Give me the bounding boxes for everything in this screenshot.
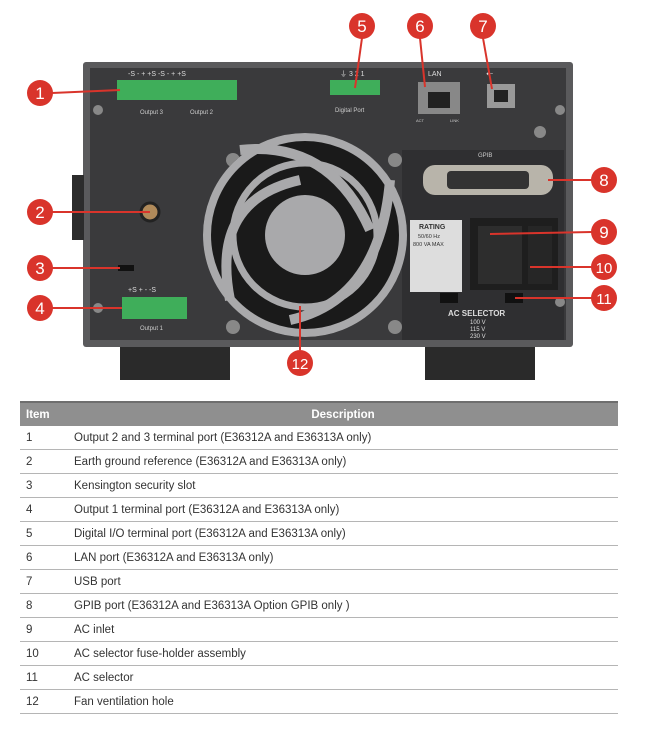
terminal-labels-bottom: +S + - -S <box>128 287 156 294</box>
item-description: Output 1 terminal port (E36312A and E363… <box>68 497 618 522</box>
rating-va: 800 VA MAX <box>413 242 444 248</box>
item-number: 1 <box>20 426 68 450</box>
kensington-slot <box>118 265 134 271</box>
callout-9: 9 <box>591 219 617 245</box>
callout-number: 8 <box>599 171 608 190</box>
callout-1: 1 <box>27 80 53 106</box>
callout-6: 6 <box>407 13 433 39</box>
callout-10: 10 <box>591 254 617 280</box>
callout-3: 3 <box>27 255 53 281</box>
callout-number: 12 <box>292 356 309 373</box>
rating-title: RATING <box>419 224 446 231</box>
item-description: Kensington security slot <box>68 473 618 498</box>
callout-number: 11 <box>596 291 612 308</box>
item-description: AC inlet <box>68 617 618 642</box>
callout-number: 6 <box>415 17 424 36</box>
callout-number: 1 <box>35 84 44 103</box>
gpib-socket <box>447 171 529 189</box>
header-item: Item <box>26 408 50 421</box>
callout-number: 3 <box>35 259 44 278</box>
callout-5: 5 <box>349 13 375 39</box>
v230-label: 230 V <box>470 334 486 340</box>
callout-4: 4 <box>27 295 53 321</box>
item-description: Fan ventilation hole <box>68 689 618 714</box>
item-description: Digital I/O terminal port (E36312A and E… <box>68 521 618 546</box>
item-number: 12 <box>20 689 68 714</box>
item-number: 7 <box>20 569 68 594</box>
usb-socket <box>494 90 508 102</box>
callout-lines <box>51 37 593 350</box>
output-1-terminal <box>122 297 187 319</box>
digital-port-label: Digital Port <box>335 108 365 114</box>
header-description: Description <box>311 408 375 421</box>
screws <box>93 105 565 334</box>
callout-11: 11 <box>591 285 617 311</box>
item-description: USB port <box>68 569 618 594</box>
fan-guard <box>203 133 407 337</box>
ac-selector-label: AC SELECTOR <box>448 309 505 318</box>
callout-number: 2 <box>35 203 44 222</box>
output-2-3-terminal <box>117 80 237 100</box>
v100-label: 100 V <box>470 320 486 326</box>
callout-number: 9 <box>599 223 608 242</box>
item-description: Earth ground reference (E36312A and E363… <box>68 449 618 474</box>
link-label: LINK <box>450 118 459 123</box>
callout-number: 10 <box>596 260 613 277</box>
item-number: 4 <box>20 497 68 522</box>
item-description: GPIB port (E36312A and E36313A Option GP… <box>68 593 618 618</box>
terminal-labels-top: -S - + +S -S - + +S <box>128 71 186 78</box>
digital-pins-label: ⏚ 3 2 1 <box>340 70 365 78</box>
item-description: AC selector fuse-holder assembly <box>68 641 618 666</box>
callout-7: 7 <box>470 13 496 39</box>
ac-inlet <box>478 226 522 284</box>
item-number: 6 <box>20 545 68 570</box>
item-number: 11 <box>20 665 68 690</box>
callout-12: 12 <box>287 350 313 376</box>
ac-selector-switch <box>505 293 523 303</box>
selector-slot <box>440 293 458 303</box>
rating-label-box <box>410 220 462 292</box>
callout-number: 7 <box>478 17 487 36</box>
item-description: LAN port (E36312A and E36313A only) <box>68 545 618 570</box>
output1-label: Output 1 <box>140 326 164 332</box>
callout-number: 5 <box>357 17 366 36</box>
item-number: 5 <box>20 521 68 546</box>
item-number: 8 <box>20 593 68 618</box>
item-number: 2 <box>20 449 68 474</box>
act-label: ACT <box>416 118 425 123</box>
item-description: AC selector <box>68 665 618 690</box>
item-description: Output 2 and 3 terminal port (E36312A an… <box>68 426 618 450</box>
v115-label: 115 V <box>470 327 485 333</box>
callout-number: 4 <box>35 299 44 318</box>
callout-8: 8 <box>591 167 617 193</box>
output2-label: Output 2 <box>190 110 214 116</box>
rating-freq: 50/60 Hz <box>418 234 440 240</box>
rear-panel-figure: -S - + +S -S - + +S Output 3 Output 2 ⏚ … <box>27 13 617 380</box>
output3-label: Output 3 <box>140 110 164 116</box>
fuse-holder <box>528 226 552 284</box>
item-number: 3 <box>20 473 68 498</box>
lan-socket <box>428 92 450 108</box>
lan-label: LAN <box>428 71 442 78</box>
side-knob <box>72 175 84 240</box>
gpib-label: GPIB <box>478 153 492 159</box>
callout-2: 2 <box>27 199 53 225</box>
item-number: 9 <box>20 617 68 642</box>
item-number: 10 <box>20 641 68 666</box>
table-header: Item Description <box>20 402 618 426</box>
